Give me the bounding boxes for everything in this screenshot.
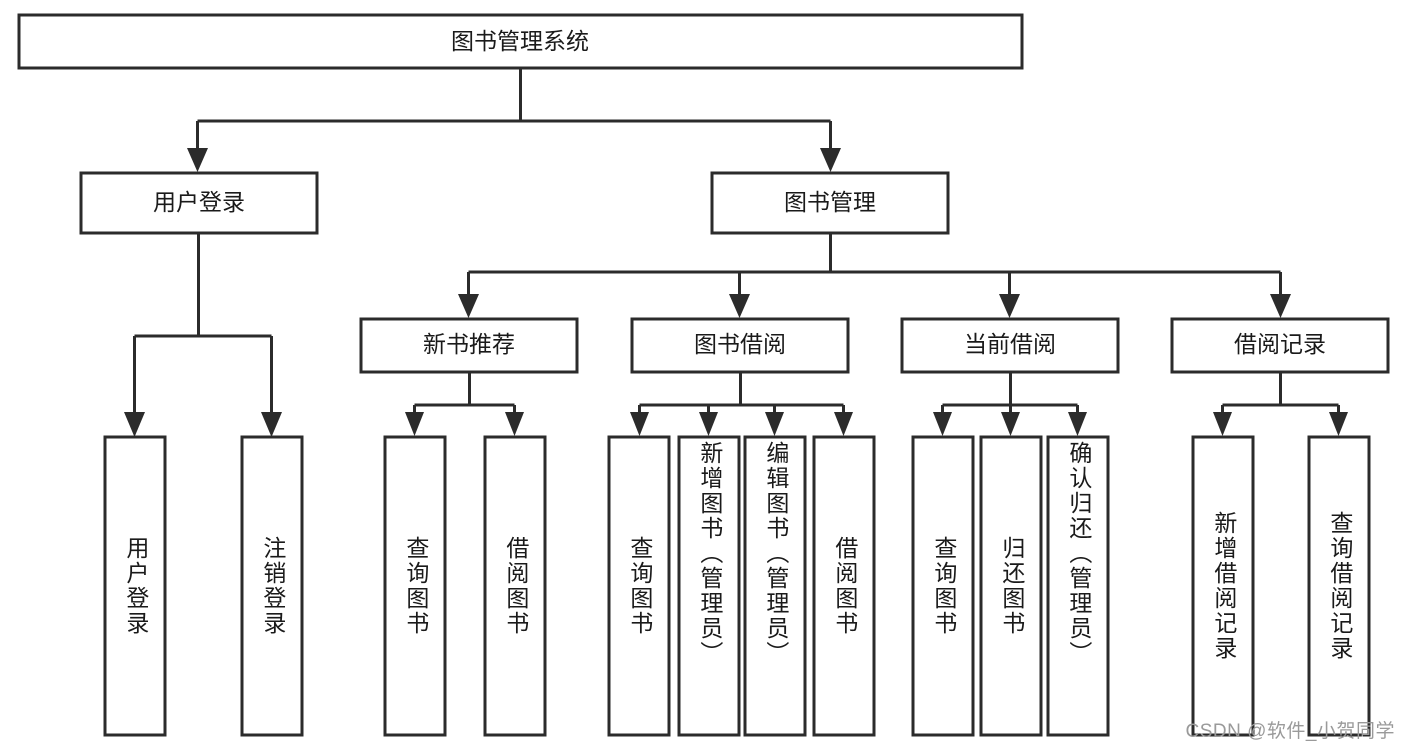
arrow-head-icon	[1068, 412, 1087, 436]
node-current-borrow[interactable]: 当前借阅	[900, 317, 1120, 374]
arrow-head-icon	[699, 412, 718, 436]
arrow-head-icon	[505, 412, 524, 436]
node-book-borrow[interactable]: 图书借阅	[630, 317, 850, 374]
connector-book-borrow-to-leaves	[630, 372, 853, 436]
arrow-head-icon	[1001, 412, 1020, 436]
leaf-box-borrow-book-2[interactable]	[812, 435, 876, 737]
leaf-box-query-book-2[interactable]	[607, 435, 671, 737]
node-root-label: 图书管理系统	[451, 28, 589, 54]
leaf-box-user-login[interactable]	[103, 435, 167, 737]
node-book-management-label: 图书管理	[784, 189, 876, 215]
node-new-book-recommend-label: 新书推荐	[423, 331, 515, 357]
arrow-head-icon	[458, 294, 479, 318]
node-book-borrow-label: 图书借阅	[694, 331, 786, 357]
node-current-borrow-label: 当前借阅	[964, 331, 1056, 357]
connector-book-management-to-level3	[458, 233, 1291, 318]
leaf-box-borrow-book-1[interactable]	[483, 435, 547, 737]
leaf-box-query-book-3[interactable]	[911, 435, 975, 737]
node-new-book-recommend-box[interactable]	[359, 317, 579, 374]
node-current-borrow-box[interactable]	[900, 317, 1120, 374]
leaf-box-edit-book-admin[interactable]	[743, 435, 807, 737]
arrow-head-icon	[124, 412, 145, 437]
leaf-box-return-book[interactable]	[979, 435, 1043, 737]
arrow-head-icon	[1329, 412, 1348, 436]
arrow-head-icon	[405, 412, 424, 436]
watermark-text: CSDN @软件_小贺同学	[1185, 721, 1395, 742]
arrow-head-icon	[765, 412, 784, 436]
node-root[interactable]: 图书管理系统	[17, 13, 1024, 70]
leaf-box-logout[interactable]	[240, 435, 304, 737]
leaf-box-query-borrow-record[interactable]	[1307, 435, 1371, 737]
connector-user-login-to-leaves	[124, 233, 282, 437]
arrow-head-icon	[820, 148, 841, 172]
leaf-box-add-book-admin[interactable]	[677, 435, 741, 737]
arrow-head-icon	[1270, 294, 1291, 318]
leaf-box-confirm-return-admin[interactable]	[1046, 435, 1110, 737]
node-user-login-box[interactable]	[79, 171, 319, 235]
node-user-login[interactable]: 用户登录	[79, 171, 319, 235]
arrow-head-icon	[729, 294, 750, 318]
connector-borrow-record-to-leaves	[1213, 372, 1348, 436]
connector-current-borrow-to-leaves	[933, 372, 1087, 436]
arrow-head-icon	[834, 412, 853, 436]
node-new-book-recommend[interactable]: 新书推荐	[359, 317, 579, 374]
arrow-head-icon	[630, 412, 649, 436]
arrow-head-icon	[261, 412, 282, 437]
node-user-login-label: 用户登录	[153, 189, 245, 215]
arrow-head-icon	[933, 412, 952, 436]
leaf-box-query-book-1[interactable]	[383, 435, 447, 737]
node-borrow-record-label: 借阅记录	[1234, 331, 1326, 357]
leaf-box-add-borrow-record[interactable]	[1191, 435, 1255, 737]
node-book-management[interactable]: 图书管理	[710, 171, 950, 235]
arrow-head-icon	[187, 148, 208, 172]
node-borrow-record[interactable]: 借阅记录	[1170, 317, 1390, 374]
node-root-box[interactable]	[17, 13, 1024, 70]
arrow-head-icon	[999, 294, 1020, 318]
connector-new-book-recommend-to-leaves	[405, 372, 524, 436]
arrow-head-icon	[1213, 412, 1232, 436]
connector-root-to-level2	[187, 68, 841, 172]
